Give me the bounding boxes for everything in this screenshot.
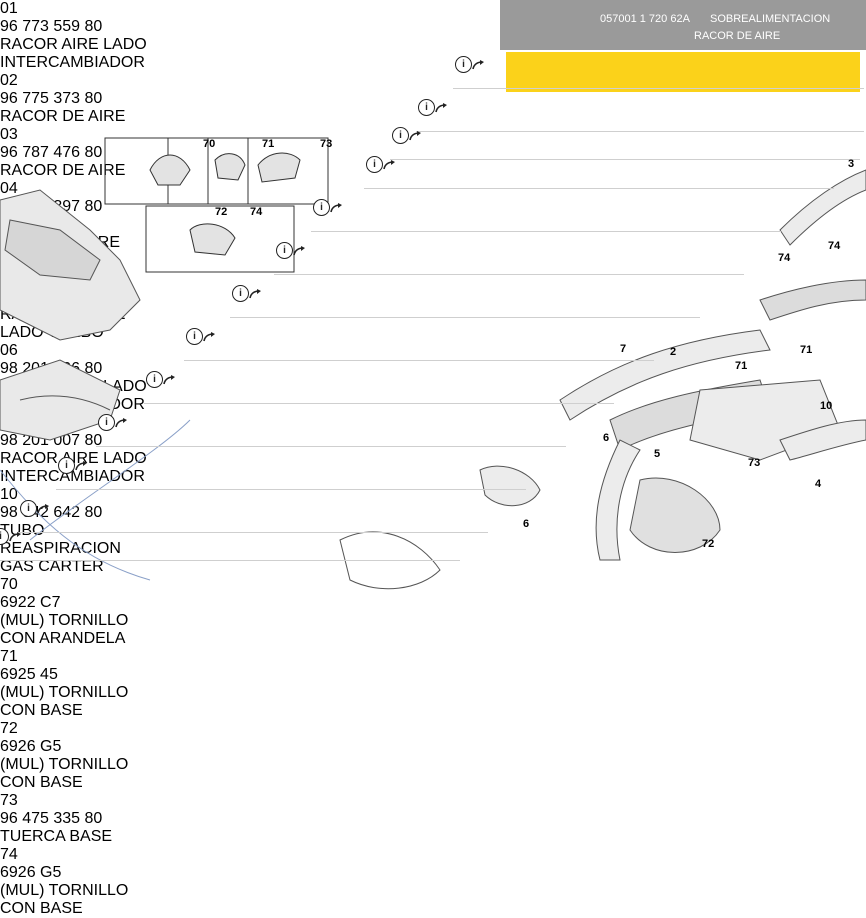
info-circle-icon[interactable]: i xyxy=(98,414,115,431)
part-reference[interactable]: 6926 G5 xyxy=(0,864,62,881)
row-divider xyxy=(453,88,864,89)
part-reference[interactable]: 96 787 476 80 xyxy=(0,144,103,161)
row-divider xyxy=(96,446,566,447)
curved-arrow-icon xyxy=(409,128,421,141)
part-number: 01 xyxy=(0,0,18,17)
part-number: 73 xyxy=(0,792,18,809)
curved-arrow-icon xyxy=(472,57,484,70)
part-number: 02 xyxy=(0,72,18,89)
info-circle-icon[interactable]: i xyxy=(58,457,75,474)
part-description: TUBO REASPIRACION GAS CARTER xyxy=(0,522,121,575)
diagram-callout-label: 73 xyxy=(320,138,333,150)
row-divider xyxy=(184,360,654,361)
curved-arrow-icon xyxy=(330,200,342,213)
diagram-callout-label: 74 xyxy=(250,206,263,218)
curved-arrow-icon xyxy=(37,501,49,514)
row-divider xyxy=(364,188,834,189)
part-description: (MUL) TORNILLO CON ARANDELA xyxy=(0,612,129,647)
curved-arrow-icon xyxy=(75,458,87,471)
diagram-callout-label: 71 xyxy=(262,138,275,150)
part-reference[interactable]: 6926 G5 xyxy=(0,738,62,755)
header-subgroup: RACOR DE AIRE xyxy=(694,30,781,42)
row-divider xyxy=(0,560,460,561)
diagram-callout-label: 74 xyxy=(828,240,841,252)
header-group: SOBREALIMENTACION xyxy=(710,13,831,25)
part-description: (MUL) TORNILLO CON BASE xyxy=(0,882,129,917)
part-reference[interactable]: 6925 45 xyxy=(0,666,58,683)
diagram-callout-label: 10 xyxy=(820,400,833,412)
diagram-callout-label: 5 xyxy=(654,448,661,460)
row-divider xyxy=(311,231,781,232)
parts-exploded-diagram xyxy=(0,137,866,590)
info-circle-icon[interactable]: i xyxy=(313,199,330,216)
engine-block-drawing xyxy=(0,189,191,581)
part-description: (MUL) TORNILLO CON BASE xyxy=(0,684,129,719)
part-number: 03 xyxy=(0,126,18,143)
diagram-callout-label: 70 xyxy=(203,138,216,150)
diagram-callout-label: 71 xyxy=(735,360,748,372)
row-divider xyxy=(144,403,614,404)
info-circle-icon[interactable]: i xyxy=(276,242,293,259)
row-divider xyxy=(230,317,700,318)
part-reference[interactable]: 98 201 007 80 xyxy=(0,432,103,449)
diagram-callout-label: 7 xyxy=(620,343,627,355)
part-reference[interactable]: 6922 C7 xyxy=(0,594,61,611)
part-number: 06 xyxy=(0,342,18,359)
part-description: (MUL) TORNILLO CON BASE xyxy=(0,756,129,791)
curved-arrow-icon xyxy=(9,529,21,542)
detail-boxes xyxy=(104,137,329,273)
part-description: RACOR AIRE LADO INTERCAMBIADOR xyxy=(0,450,147,485)
part-description: TUERCA BASE xyxy=(0,828,113,845)
diagram-callout-label: 72 xyxy=(702,538,715,550)
info-circle-icon[interactable]: i xyxy=(186,328,203,345)
diagram-callout-label: 4 xyxy=(815,478,822,490)
diagram-callout-label: 2 xyxy=(670,346,677,358)
row-divider xyxy=(18,532,488,533)
curved-arrow-icon xyxy=(293,243,305,256)
curved-arrow-icon xyxy=(249,286,261,299)
row-divider xyxy=(390,159,860,160)
pipe-assembly-drawing xyxy=(339,169,866,590)
row-highlight xyxy=(506,52,860,92)
row-divider xyxy=(274,274,744,275)
header-bar xyxy=(500,0,866,50)
part-number: 04 xyxy=(0,180,18,197)
diagram-callout-label: 6 xyxy=(603,432,610,444)
info-circle-icon[interactable]: i xyxy=(366,156,383,173)
diagram-callout-label: 73 xyxy=(748,457,761,469)
header-code: 057001 1 720 62A xyxy=(600,13,690,25)
info-circle-icon[interactable]: i xyxy=(146,371,163,388)
part-number: 70 xyxy=(0,576,18,593)
part-number: 72 xyxy=(0,720,18,737)
part-description: RACOR AIRE LADO INTERCAMBIADOR xyxy=(0,36,147,71)
row-divider xyxy=(416,131,864,132)
part-number: 74 xyxy=(0,846,18,863)
info-circle-icon[interactable]: i xyxy=(232,285,249,302)
part-reference[interactable]: 96 773 559 80 xyxy=(0,18,103,35)
part-description: RACOR DE AIRE xyxy=(0,162,126,179)
info-circle-icon[interactable]: i xyxy=(392,127,409,144)
part-reference[interactable]: 96 775 373 80 xyxy=(0,90,103,107)
diagram-callout-label: 72 xyxy=(215,206,228,218)
diagram-callout-label: 74 xyxy=(778,252,791,264)
part-number: 71 xyxy=(0,648,18,665)
info-circle-icon[interactable]: i xyxy=(418,99,435,116)
part-description: RACOR DE AIRE xyxy=(0,108,126,125)
curved-arrow-icon xyxy=(203,329,215,342)
diagram-callout-label: 3 xyxy=(848,158,855,170)
curved-arrow-icon xyxy=(435,100,447,113)
diagram-callout-label: 6 xyxy=(523,518,530,530)
info-circle-icon[interactable]: i xyxy=(455,56,472,73)
diagram-callout-label: 71 xyxy=(800,344,813,356)
curved-arrow-icon xyxy=(383,157,395,170)
info-circle-icon[interactable]: i xyxy=(20,500,37,517)
part-reference[interactable]: 96 475 335 80 xyxy=(0,810,103,827)
row-divider xyxy=(56,489,526,490)
curved-arrow-icon xyxy=(163,372,175,385)
part-number: 10 xyxy=(0,486,18,503)
curved-arrow-icon xyxy=(115,415,127,428)
